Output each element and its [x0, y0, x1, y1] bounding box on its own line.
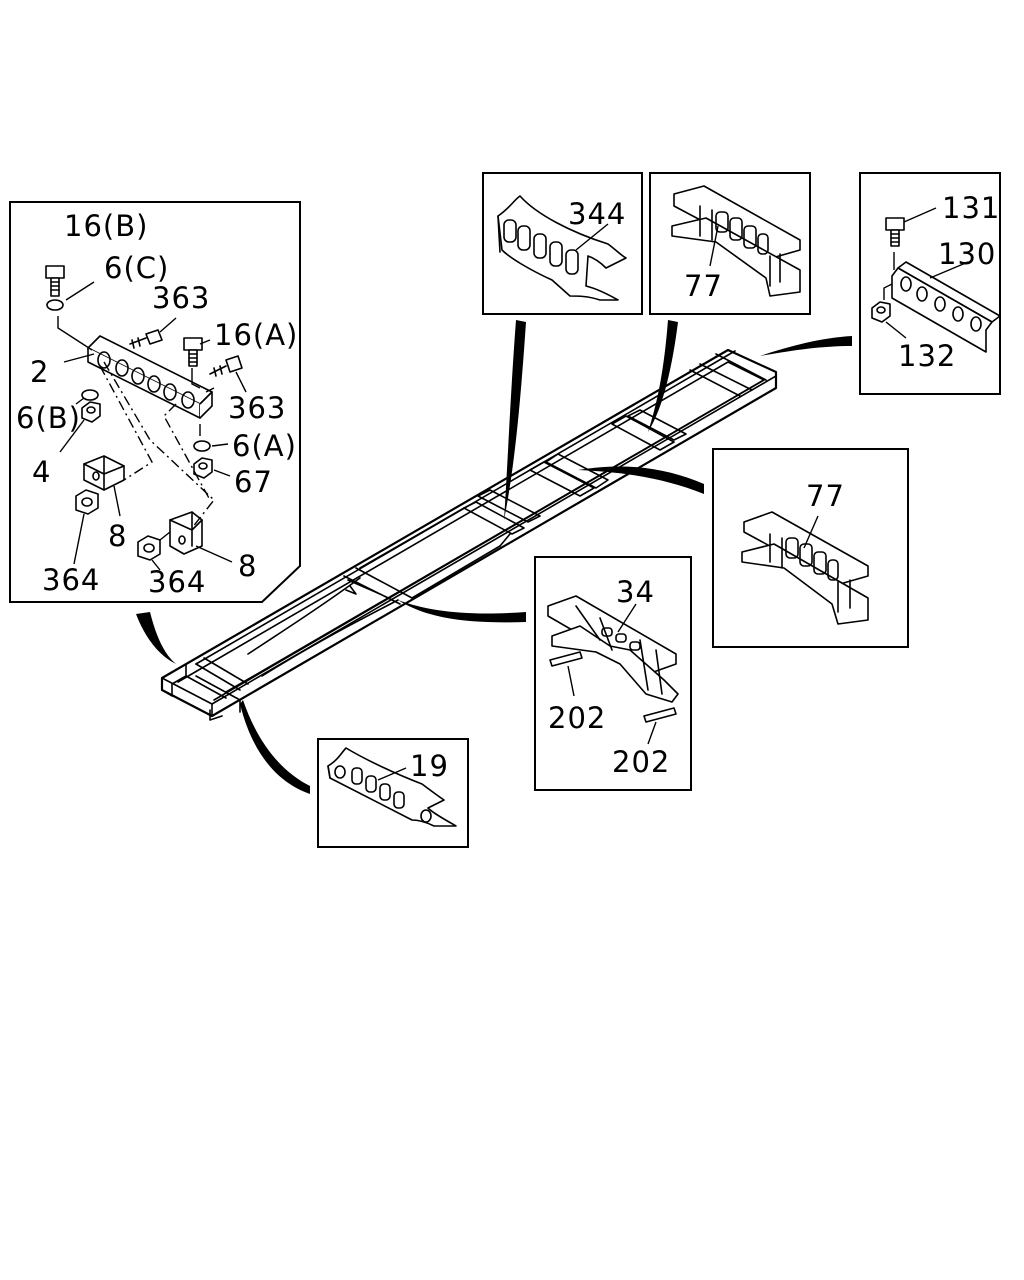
label-364-right: 364 — [148, 565, 206, 599]
nut-132-icon — [871, 301, 891, 323]
label-16b: 16(B) — [64, 209, 148, 243]
label-77-top: 77 — [684, 269, 723, 303]
bolt-16b-icon — [45, 265, 65, 297]
crossmember-130-icon — [891, 261, 1001, 353]
label-8-upper: 8 — [108, 519, 127, 553]
nut-4-icon — [81, 401, 101, 423]
label-131: 131 — [942, 191, 1000, 225]
plate-202-right-icon — [643, 707, 677, 723]
detail-box-77-right — [712, 448, 909, 648]
bracket-8-upper-icon — [83, 455, 125, 491]
nut-364-right-icon — [137, 535, 161, 561]
label-344: 344 — [568, 197, 626, 231]
label-77-right: 77 — [806, 479, 845, 513]
crossmember-34-icon — [547, 595, 679, 703]
label-34: 34 — [616, 575, 655, 609]
label-19: 19 — [410, 749, 449, 783]
washer-6b-icon — [81, 389, 99, 401]
label-4: 4 — [32, 455, 51, 489]
detail-box-34 — [534, 556, 692, 791]
crossmember-77-right-icon — [741, 511, 869, 625]
callout-pointers — [136, 320, 852, 794]
plate-202-left-icon — [549, 651, 583, 667]
crossmember-2-icon — [87, 335, 213, 419]
detail-box-77-top — [649, 172, 811, 315]
bolt-131-icon — [885, 217, 905, 247]
label-6c: 6(C) — [104, 251, 169, 285]
nut-364-left-icon — [75, 489, 99, 515]
label-6a: 6(A) — [232, 429, 297, 463]
chassis-frame — [160, 348, 778, 721]
label-364-left: 364 — [42, 563, 100, 597]
detail-box-130 — [859, 172, 1001, 395]
nut-67-icon — [193, 457, 213, 479]
washer-6c-icon — [46, 299, 64, 311]
bracket-8-lower-icon — [169, 511, 203, 555]
detail-box-19 — [317, 738, 469, 848]
crossmember-19-icon — [327, 747, 457, 827]
part-labels: 16(B) 6(C) 363 16(A) 2 363 6(B) 6(A) 4 6… — [16, 191, 1000, 783]
label-363-upper: 363 — [152, 281, 210, 315]
detail-box-bracket-assembly — [9, 201, 301, 603]
crossmember-344-icon — [497, 195, 627, 301]
label-2: 2 — [30, 355, 49, 389]
label-363-lower: 363 — [228, 391, 286, 425]
label-6b: 6(B) — [16, 401, 81, 435]
crossmember-77-top-icon — [671, 185, 801, 297]
washer-6a-icon — [193, 440, 211, 452]
label-8-lower: 8 — [238, 549, 257, 583]
label-202-right: 202 — [612, 745, 670, 779]
label-132: 132 — [898, 339, 956, 373]
bolt-363-upper-icon — [129, 329, 163, 349]
bolt-363-lower-icon — [209, 355, 243, 377]
label-16a: 16(A) — [214, 318, 298, 352]
label-67: 67 — [234, 465, 273, 499]
bolt-16a-icon — [183, 337, 203, 367]
label-130: 130 — [938, 237, 996, 271]
detail-box-344 — [482, 172, 643, 315]
label-202-left: 202 — [548, 701, 606, 735]
